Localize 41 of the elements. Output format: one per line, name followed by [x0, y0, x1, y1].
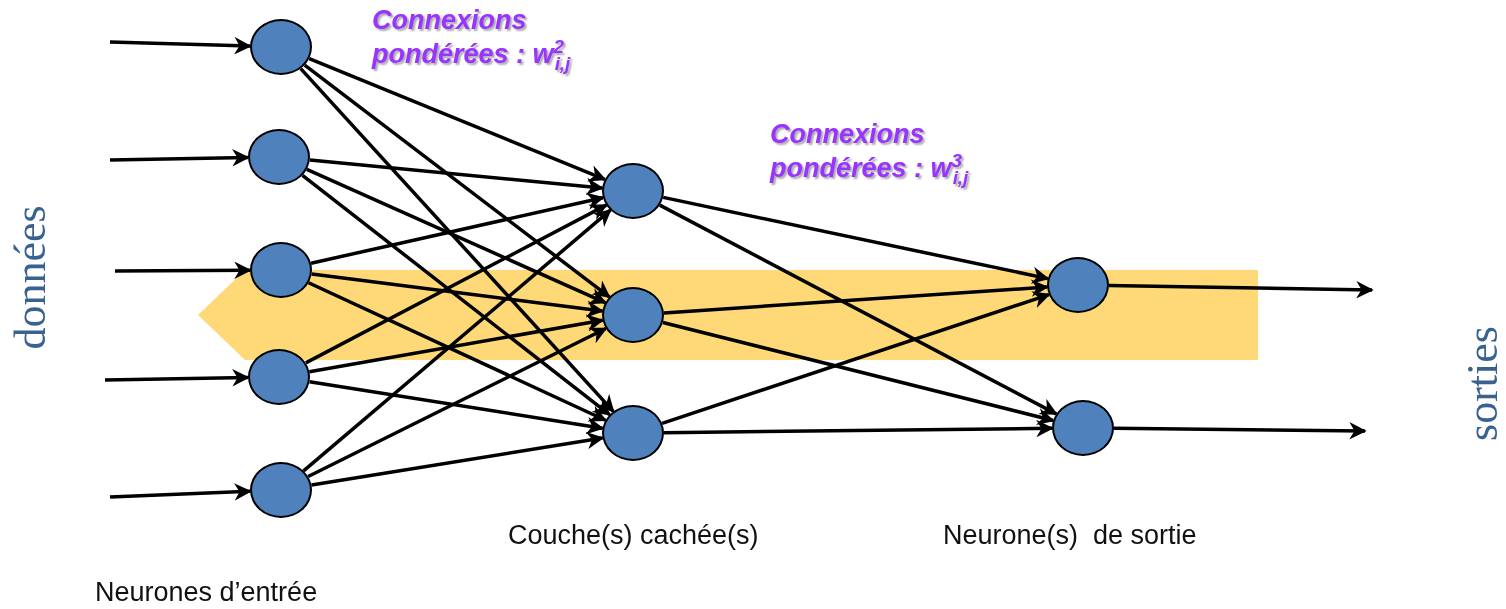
arrow	[305, 203, 608, 365]
layer-caption: Neurones d’entrée	[95, 577, 318, 608]
arrow	[1108, 281, 1374, 299]
arrow	[663, 419, 1054, 438]
arrow	[661, 291, 1051, 425]
arrow	[1114, 422, 1367, 440]
neuron-circle	[602, 405, 664, 461]
neuron-circle	[248, 129, 310, 185]
neuron-circle	[1052, 400, 1114, 456]
input-axis-label: données	[4, 205, 56, 350]
arrow	[301, 173, 611, 417]
arrow	[109, 483, 252, 501]
neuron-circle	[602, 163, 664, 219]
arrow	[303, 63, 611, 299]
arrow	[109, 149, 250, 167]
arrow	[115, 261, 252, 280]
neuron-circle	[250, 462, 312, 518]
arrow	[307, 281, 607, 422]
arrow	[302, 208, 612, 473]
neuron-circle	[1047, 257, 1109, 313]
arrow	[311, 431, 605, 487]
neuron-circle	[250, 19, 312, 75]
arrow	[662, 320, 1055, 426]
neuron-circle	[250, 242, 312, 298]
arrow	[309, 314, 605, 374]
arrow	[310, 192, 605, 265]
neuron-circle	[248, 349, 310, 405]
arrow	[309, 158, 604, 196]
layer-caption: Neurone(s) de sortie	[943, 520, 1197, 551]
arrow	[663, 279, 1049, 315]
arrow	[309, 380, 605, 435]
arrow	[299, 67, 615, 413]
arrow	[307, 326, 608, 479]
arrow	[658, 203, 1058, 416]
arrow	[109, 36, 252, 55]
output-axis-label: sorties	[1456, 326, 1506, 441]
arrow	[308, 56, 607, 182]
arrow	[662, 195, 1050, 284]
arrow	[306, 167, 607, 305]
arrow	[104, 369, 250, 387]
layer-caption: Couche(s) cachée(s)	[508, 520, 759, 551]
